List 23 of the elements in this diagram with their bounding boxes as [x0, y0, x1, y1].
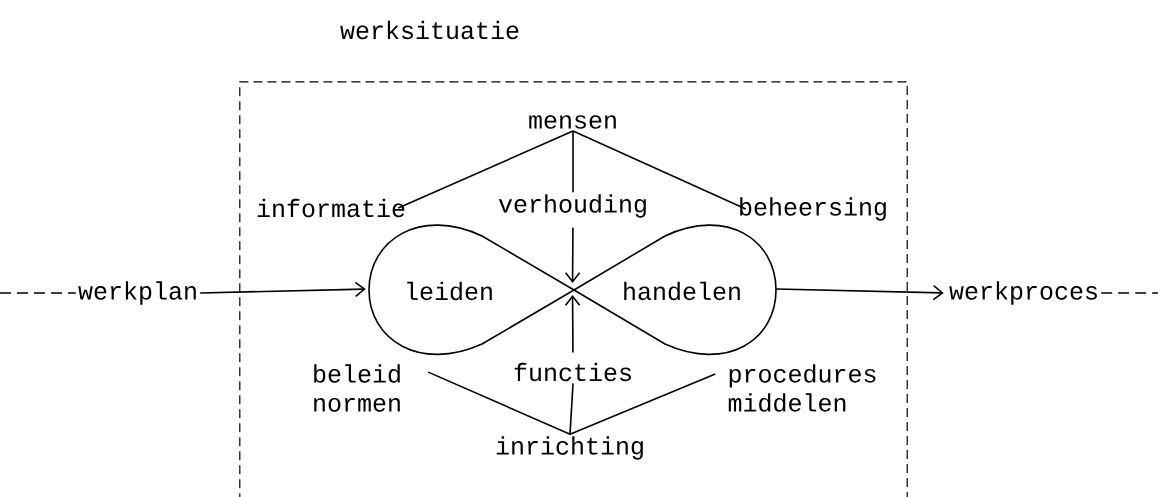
- connector-line: [569, 382, 574, 435]
- connector-line: [427, 371, 571, 435]
- arrow: [775, 284, 944, 301]
- label-text: werkplan: [78, 281, 196, 305]
- label-text: beleid normen: [314, 364, 400, 412]
- connector-line: [572, 130, 574, 193]
- arrow: [199, 281, 366, 298]
- arrow: [564, 295, 581, 354]
- label-text: werkproces: [949, 281, 1097, 305]
- arrow: [564, 227, 581, 283]
- infinity-loop: leiden handelen: [368, 224, 777, 356]
- connector-line: [569, 373, 717, 435]
- dashed-line: [1100, 292, 1158, 294]
- label-text: procedures middelen: [728, 364, 876, 412]
- label-text: informatie: [257, 198, 405, 218]
- label-text: verhouding: [498, 194, 646, 218]
- label-text: functies: [514, 362, 631, 382]
- label-text: beheersing: [740, 197, 886, 221]
- dashed-line: [0, 292, 77, 294]
- label-text: inrichting: [496, 436, 643, 460]
- connector-line: [572, 130, 747, 210]
- connector-line: [397, 130, 574, 209]
- label-text: mensen: [529, 115, 616, 129]
